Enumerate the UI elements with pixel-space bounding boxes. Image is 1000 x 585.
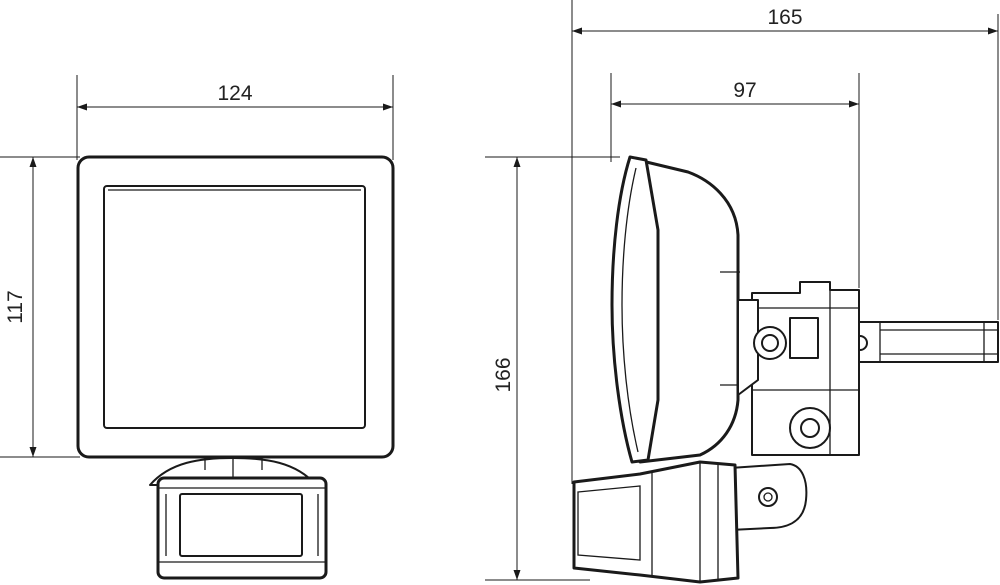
lens-inner-curve	[621, 167, 639, 453]
motion-sensor-window	[179, 493, 303, 557]
dim-label-front-width: 124	[217, 82, 252, 105]
head-pivot-inner	[761, 334, 779, 352]
side-view: 165 97 166	[485, 0, 999, 584]
lamp-lens-front	[103, 185, 366, 429]
dim-label-side-head-depth: 97	[733, 79, 756, 102]
dim-label-front-height: 117	[4, 290, 27, 323]
sensor-pivot-outer	[758, 487, 778, 507]
lens-profile-side	[610, 155, 660, 464]
motion-sensor-side	[572, 460, 740, 584]
front-view: 124 117	[0, 75, 395, 580]
sensor-lens-side	[577, 485, 641, 561]
rear-pivot-inner	[800, 418, 820, 438]
dim-label-side-total-depth: 165	[767, 6, 802, 29]
dim-label-side-total-height: 166	[492, 357, 515, 392]
head-joint	[737, 299, 759, 396]
sensor-pivot-inner	[763, 492, 773, 502]
mounting-slot	[789, 317, 819, 359]
